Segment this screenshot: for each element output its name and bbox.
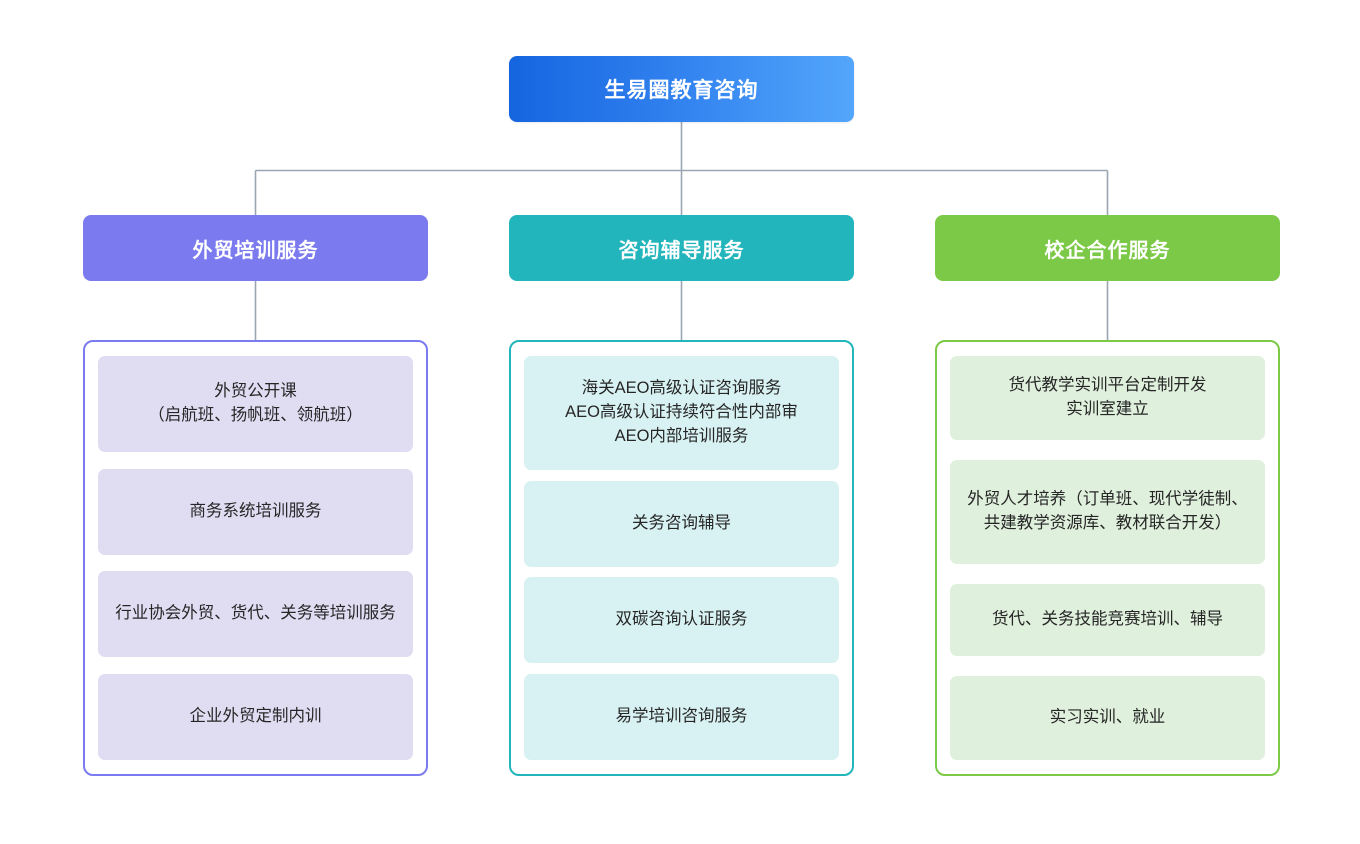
branch-body-2: 货代教学实训平台定制开发 实训室建立 外贸人才培养（订单班、现代学徒制、共建教学… [935,340,1280,776]
branch-header-label-0: 外贸培训服务 [192,239,319,262]
leaf-card[interactable]: 行业协会外贸、货代、关务等培训服务 [98,571,413,658]
branch-header-label-1: 咨询辅导服务 [618,239,745,262]
leaf-card[interactable]: 关务咨询辅导 [524,480,839,567]
leaf-card[interactable]: 易学培训咨询服务 [524,673,839,760]
leaf-card[interactable]: 企业外贸定制内训 [98,673,413,760]
leaf-card[interactable]: 外贸公开课 （启航班、扬帆班、领航班） [98,356,413,452]
leaf-card[interactable]: 海关AEO高级认证咨询服务 AEO高级认证持续符合性内部审 AEO内部培训服务 [524,356,839,470]
leaf-card[interactable]: 双碳咨询认证服务 [524,577,839,664]
leaf-card[interactable]: 货代教学实训平台定制开发 实训室建立 [950,356,1265,440]
branch-header-2[interactable]: 校企合作服务 [935,215,1280,281]
root-node-label: 生易圈教育咨询 [604,79,759,102]
root-node[interactable]: 生易圈教育咨询 [509,56,854,122]
branch-body-1: 海关AEO高级认证咨询服务 AEO高级认证持续符合性内部审 AEO内部培训服务 … [509,340,854,776]
leaf-card[interactable]: 货代、关务技能竞赛培训、辅导 [950,584,1265,656]
branch-body-0: 外贸公开课 （启航班、扬帆班、领航班） 商务系统培训服务 行业协会外贸、货代、关… [83,340,428,776]
leaf-card[interactable]: 实习实训、就业 [950,676,1265,760]
branch-column-2: 校企合作服务 货代教学实训平台定制开发 实训室建立 外贸人才培养（订单班、现代学… [935,215,1280,776]
branch-column-1: 咨询辅导服务 海关AEO高级认证咨询服务 AEO高级认证持续符合性内部审 AEO… [509,215,854,776]
branch-header-label-2: 校企合作服务 [1044,239,1171,262]
branch-header-1[interactable]: 咨询辅导服务 [509,215,854,281]
branch-header-0[interactable]: 外贸培训服务 [83,215,428,281]
leaf-card[interactable]: 外贸人才培养（订单班、现代学徒制、共建教学资源库、教材联合开发） [950,460,1265,564]
leaf-card[interactable]: 商务系统培训服务 [98,468,413,555]
branch-column-0: 外贸培训服务 外贸公开课 （启航班、扬帆班、领航班） 商务系统培训服务 行业协会… [83,215,428,776]
